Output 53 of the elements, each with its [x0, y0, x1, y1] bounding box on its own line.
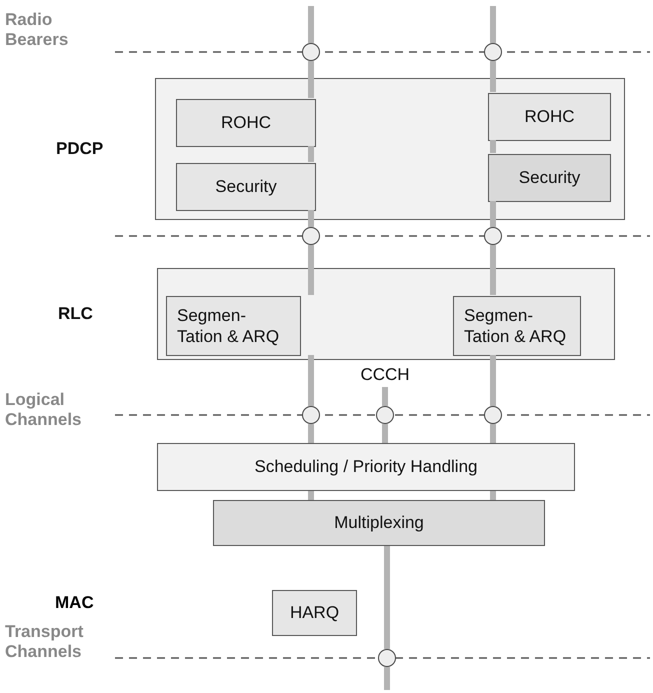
channel-line — [308, 6, 314, 43]
function-label: Security — [215, 176, 277, 198]
function-box — [176, 163, 316, 211]
channel-line — [382, 387, 388, 406]
function-label: Segmen- Tation & ARQ — [464, 304, 568, 348]
channel-line — [490, 491, 496, 500]
channel-line — [308, 245, 314, 295]
layer-label: Logical Channels — [5, 390, 83, 431]
function-label: HARQ — [290, 602, 340, 624]
access-point-circle — [484, 43, 502, 61]
channel-line — [490, 355, 496, 406]
channel-line — [308, 424, 314, 443]
layer-label: Transport Channels — [5, 622, 84, 663]
function-label: ROHC — [220, 112, 272, 134]
channel-line — [490, 201, 496, 227]
layer-label: PDCP — [56, 139, 104, 160]
channel-line — [382, 424, 388, 443]
function-box — [166, 296, 301, 356]
access-point-circle — [302, 43, 320, 61]
function-box — [272, 590, 357, 636]
layer-label: MAC — [55, 593, 95, 614]
channel-line — [384, 667, 390, 690]
function-box — [488, 154, 611, 202]
channel-line — [308, 355, 314, 406]
access-point-circle — [484, 406, 502, 424]
function-label: Multiplexing — [334, 512, 424, 534]
channel-line — [308, 61, 314, 98]
channel-label: CCCH — [360, 364, 410, 386]
function-box — [176, 99, 316, 147]
function-box — [213, 500, 545, 546]
access-point-circle — [302, 406, 320, 424]
channel-line — [490, 424, 496, 443]
function-box — [488, 93, 611, 141]
function-label: Security — [518, 167, 580, 189]
function-label: ROHC — [524, 106, 575, 128]
access-point-circle — [376, 406, 394, 424]
function-label: Segmen- Tation & ARQ — [177, 304, 280, 348]
access-point-circle — [378, 649, 396, 667]
channel-line — [490, 6, 496, 43]
access-point-circle — [484, 227, 502, 245]
layer-label: RLC — [58, 304, 93, 324]
function-box — [157, 443, 575, 491]
channel-line — [308, 146, 314, 162]
layer-label: Radio Bearers — [5, 10, 70, 51]
function-box — [453, 296, 581, 356]
channel-line — [308, 491, 314, 500]
channel-line — [490, 140, 496, 153]
channel-line — [490, 245, 496, 295]
channel-line — [384, 546, 390, 649]
channel-line — [308, 210, 314, 227]
access-point-circle — [302, 227, 320, 245]
function-label: Scheduling / Priority Handling — [254, 456, 478, 478]
channel-line — [490, 61, 496, 92]
